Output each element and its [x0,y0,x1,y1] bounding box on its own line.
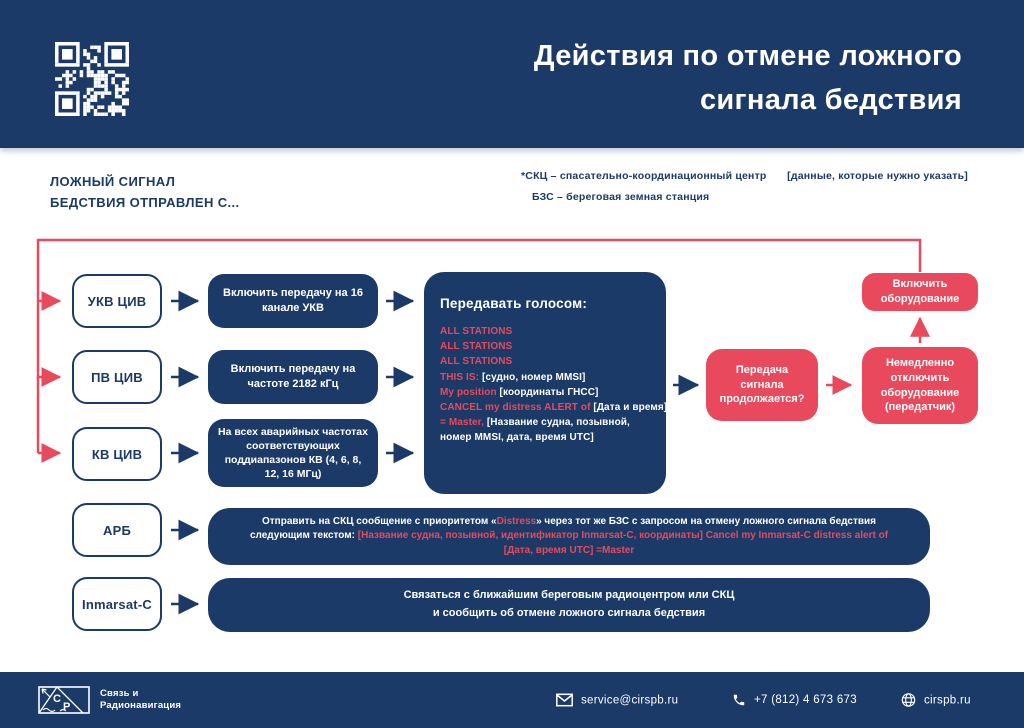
header: Действия по отмене ложного сигнала бедст… [0,0,1024,148]
origin-label: ЛОЖНЫЙ СИГНАЛ БЕДСТВИЯ ОТПРАВЛЕН С... [50,171,240,213]
source-box-inmarsat-c: Inmarsat-C [72,577,162,631]
switch-off-box: Немедленно отключить оборудование (перед… [862,347,978,424]
inmarsat-instruction-text: Связаться с ближайшим береговым радиоцен… [403,589,735,619]
step-box-hf: На всех аварийных частотах соответствующ… [208,419,378,487]
step-box-mf: Включить передачу на частоте 2182 кГц [208,350,378,404]
brand-line2: Радионавигация [100,700,182,711]
voice-line: CANCEL my distress ALERT of [Дата и врем… [440,402,668,414]
voice-message-box: Передавать голосом: ALL STATIONS ALL STA… [424,272,668,494]
source-box-pv-civ: ПВ ЦИВ [72,350,162,404]
footer-site-text: cirspb.ru [924,694,971,706]
decision-box: Передача сигнала продолжается? [706,349,818,421]
brand-logo-icon: С Р [38,686,90,714]
footer: С Р Связь и Радионавигация service@cirsp… [0,672,1024,728]
envelope-icon [556,693,573,707]
voice-line: ALL STATIONS [440,356,513,368]
footer-phone-text: +7 (812) 4 673 673 [754,694,857,706]
voice-line: = Master, [Название судна, позывной, [440,417,630,429]
switch-on-box: Включить оборудование [862,273,978,311]
voice-title: Передавать голосом: [440,296,588,311]
note-skc: *СКЦ – спасательно-координационный центр [521,170,767,182]
svg-text:Р: Р [63,701,70,713]
brand-line1: Связь и [100,688,139,699]
epirb-instruction-box: Отправить на СКЦ сообщение с приоритетом… [208,508,930,565]
page-title-line1: Действия по отмене ложного [533,40,962,72]
voice-line: ALL STATIONS [440,326,513,337]
page-title: Действия по отмене ложного сигнала бедст… [534,34,962,122]
inmarsat-instruction-box: Связаться с ближайшим береговым радиоцен… [208,578,930,632]
origin-label-line1: ЛОЖНЫЙ СИГНАЛ [50,174,176,189]
step-box-vhf: Включить передачу на 16 канале УКВ [208,274,378,328]
voice-line: номер MMSI, дата, время UTC] [440,432,594,444]
voice-line: ALL STATIONS [440,341,513,353]
epirb-instruction-text: Отправить на СКЦ сообщение с приоритетом… [249,516,889,556]
qr-code-icon [55,42,129,116]
phone-icon [733,694,745,706]
footer-email-text: service@cirspb.ru [581,694,679,706]
source-box-kv-civ: КВ ЦИВ [72,427,162,481]
footer-email: service@cirspb.ru [556,693,679,707]
note-data: [данные, которые нужно указать] [787,170,968,182]
page-title-line2: сигнала бедствия [699,84,962,116]
voice-line: My position [координаты ГНСС] [440,386,599,398]
note-bzs: БЗС – береговая земная станция [532,191,710,203]
source-box-arb: АРБ [72,503,162,557]
brand-name: Связь и Радионавигация [100,688,181,712]
origin-label-line2: БЕДСТВИЯ ОТПРАВЛЕН С... [50,195,240,210]
globe-icon [901,693,916,707]
footer-site: cirspb.ru [901,693,971,708]
svg-text:С: С [53,693,61,705]
footer-phone: +7 (812) 4 673 673 [732,693,857,707]
voice-line: THIS IS: [судно, номер MMSI] [440,371,586,383]
source-box-ukv-civ: УКВ ЦИВ [72,274,162,328]
